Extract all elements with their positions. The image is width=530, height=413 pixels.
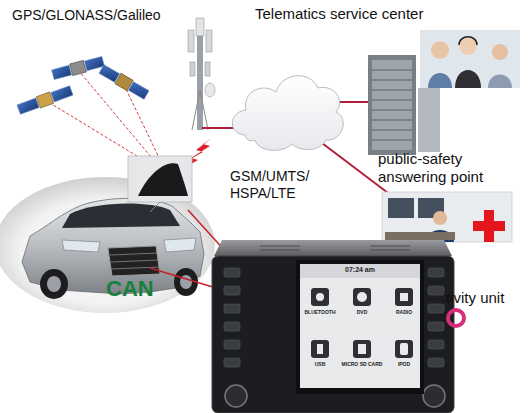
bus-label: CAN (106, 276, 166, 302)
screen-menu-item: RADIO (383, 309, 425, 315)
cell-tower (188, 18, 215, 130)
screen-menu-item: MICRO SD CARD (341, 361, 383, 367)
satellite (17, 55, 150, 115)
screen-clock: 07:24 am (335, 266, 385, 274)
screen-menu-item: USB (299, 361, 341, 367)
network-label: GSM/UMTS/ HSPA/LTE (230, 168, 314, 202)
head-unit (212, 240, 454, 413)
psap-image (382, 192, 512, 242)
satellite-label: GPS/GLONASS/Galileo (12, 7, 182, 24)
screen-menu-item: IPOD (383, 361, 425, 367)
service-center-label: Telematics service center (255, 5, 485, 23)
brand-logo (448, 310, 464, 326)
service-center-image (368, 30, 520, 155)
screen-menu-item: DVD (341, 309, 383, 315)
satellite-signal (45, 70, 165, 170)
screen-menu-item: BLUETOOTH (299, 309, 341, 315)
antenna-callout (128, 156, 192, 212)
network-cloud (232, 76, 343, 151)
unit-label: tivity unit (446, 289, 526, 307)
psap-label: public-safety answering point (378, 150, 508, 186)
